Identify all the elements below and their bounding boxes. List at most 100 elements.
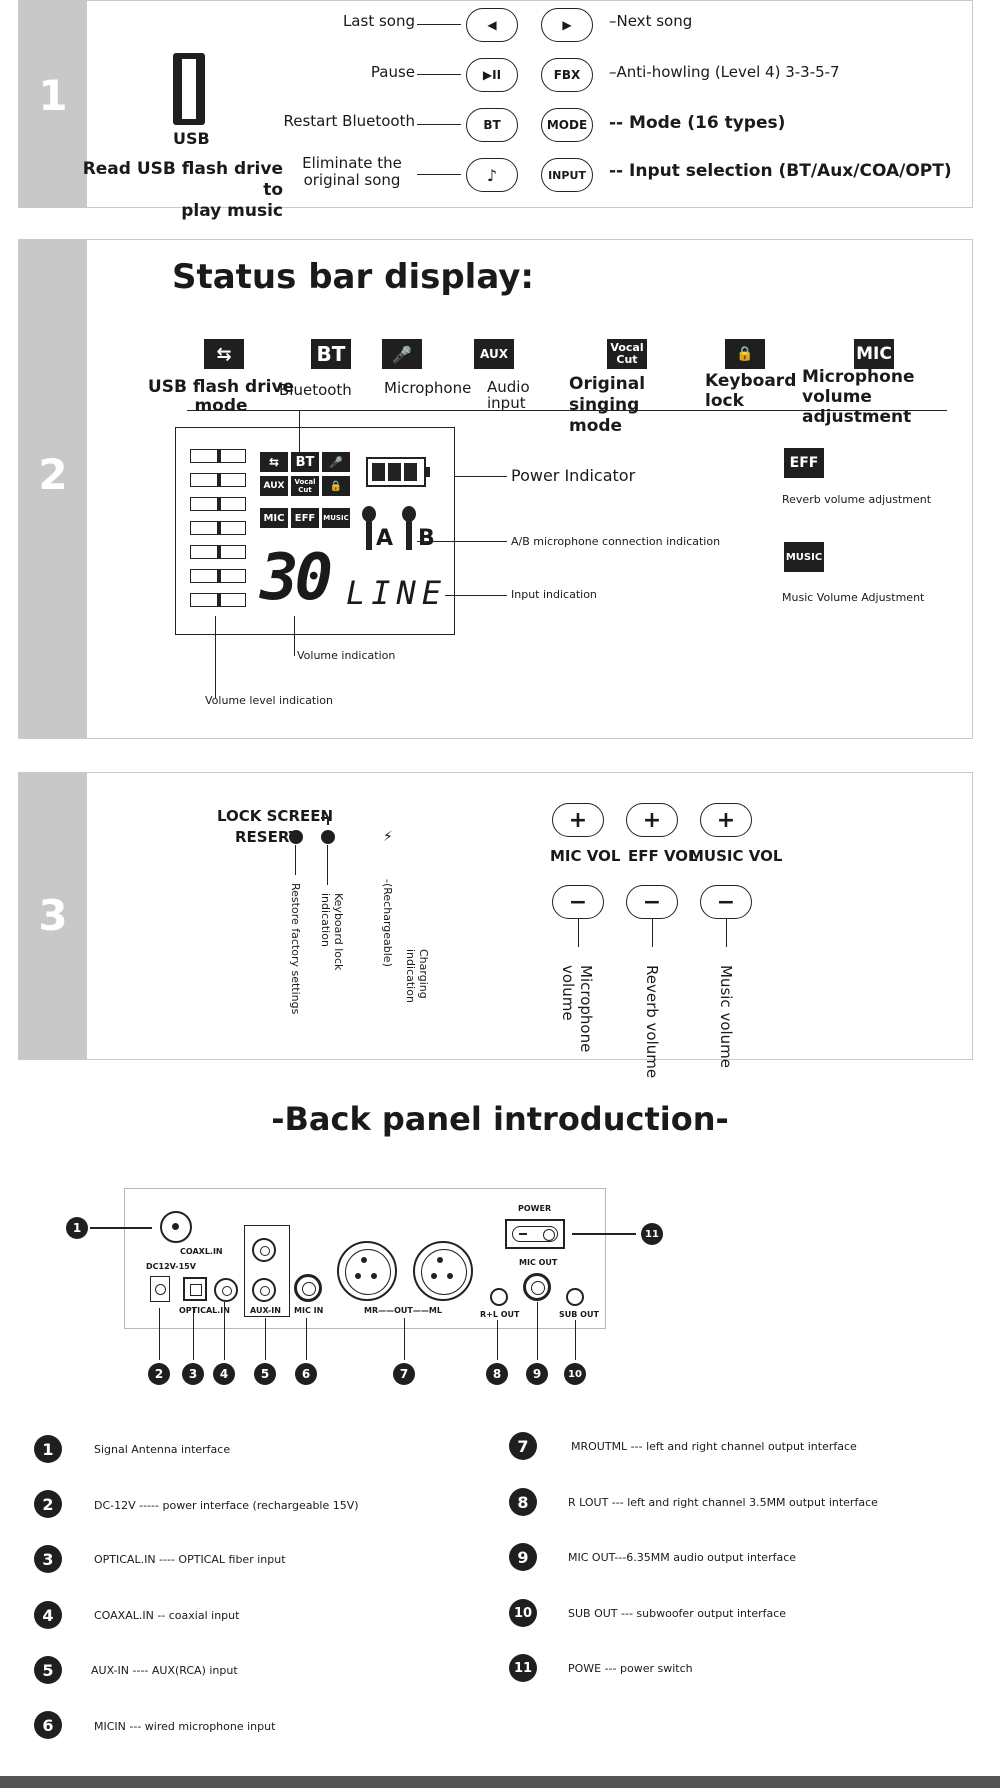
lcd-usb-icon: ⇆ bbox=[260, 452, 288, 472]
mode-button[interactable]: MODE bbox=[541, 108, 593, 142]
mic-b-icon bbox=[402, 506, 416, 522]
lcd-aux-icon: AUX bbox=[260, 476, 288, 496]
mic-vol-minus-button[interactable]: − bbox=[552, 885, 604, 919]
music-label: Music Volume Adjustment bbox=[782, 591, 925, 604]
xlr-mr-icon bbox=[337, 1241, 397, 1301]
input-button[interactable]: INPUT bbox=[541, 158, 593, 192]
usb-drive-icon bbox=[173, 53, 205, 125]
legend-marker-9: 9 bbox=[509, 1543, 537, 1571]
reverb-volume-label: Reverb volume bbox=[643, 965, 661, 1079]
out-label: MR——OUT——ML bbox=[364, 1306, 442, 1315]
marker-1: 1 bbox=[66, 1217, 88, 1239]
eff-label: Reverb volume adjustment bbox=[782, 493, 932, 506]
last-song-button[interactable]: ◀ bbox=[466, 8, 518, 42]
line-text: LINE bbox=[346, 574, 448, 612]
power-switch-icon[interactable] bbox=[505, 1219, 565, 1249]
reset-dot[interactable] bbox=[289, 830, 303, 844]
optical-port-icon bbox=[183, 1277, 207, 1301]
mic-volume-label: Microphone volume adjustment bbox=[802, 367, 915, 427]
rl-out-port-icon bbox=[490, 1288, 508, 1306]
restore-factory-label: Restore factory settings bbox=[289, 883, 302, 1015]
legend-marker-1: 1 bbox=[34, 1435, 62, 1463]
legend-text-5: AUX-IN ---- AUX(RCA) input bbox=[91, 1664, 238, 1677]
section-2-number: 2 bbox=[38, 450, 68, 499]
legend-text-4: COAXAL.IN -- coaxial input bbox=[94, 1609, 240, 1622]
legend-marker-6: 6 bbox=[34, 1711, 62, 1739]
usb-mode-icon: ⇆ bbox=[204, 339, 244, 369]
sub-out-port-icon bbox=[566, 1288, 584, 1306]
marker-11: 11 bbox=[641, 1223, 663, 1245]
section-3-panel: 3 LOCK SCREEN RESERT ⚡ Restore factory s… bbox=[18, 772, 973, 1078]
legend-text-8: R LOUT --- left and right channel 3.5MM … bbox=[568, 1496, 878, 1509]
restart-bluetooth-label: Restart Bluetooth bbox=[283, 112, 416, 130]
keyboard-lock-indication-label: Keyboard lock indication bbox=[319, 893, 345, 971]
charging-indication-label: Charging indication bbox=[404, 949, 430, 1003]
antenna-connector-icon bbox=[160, 1211, 192, 1243]
mic-in-label: MIC IN bbox=[294, 1306, 324, 1315]
status-bar-title: Status bar display: bbox=[172, 257, 534, 297]
rl-out-label: R+L OUT bbox=[480, 1310, 520, 1319]
legend-marker-5: 5 bbox=[34, 1656, 62, 1684]
usb-label: USB bbox=[173, 129, 210, 148]
power-label: POWER bbox=[518, 1204, 552, 1213]
marker-2: 2 bbox=[148, 1363, 170, 1385]
section-1-sidebar bbox=[19, 1, 87, 207]
lcd-display: ⇆ BT 🎤 AUX Vocal Cut 🔒 MIC EFF MUSIC A B… bbox=[175, 427, 455, 635]
coaxial-port-icon bbox=[214, 1278, 238, 1302]
music-vol-plus-button[interactable]: + bbox=[700, 803, 752, 837]
music-icon: MUSIC bbox=[784, 542, 824, 572]
sub-out-label: SUB OUT bbox=[559, 1310, 599, 1319]
legend-text-9: MIC OUT---6.35MM audio output interface bbox=[568, 1551, 797, 1564]
marker-4: 4 bbox=[213, 1363, 235, 1385]
lcd-vocal-cut-icon: Vocal Cut bbox=[291, 476, 319, 496]
section-3-number: 3 bbox=[38, 891, 68, 940]
xlr-ml-icon bbox=[413, 1241, 473, 1301]
legend-marker-2: 2 bbox=[34, 1490, 62, 1518]
audio-input-label: Audio input bbox=[487, 378, 530, 412]
legend-marker-11: 11 bbox=[509, 1654, 537, 1682]
microphone-icon: 🎤 bbox=[382, 339, 422, 369]
mic-in-port-icon bbox=[294, 1274, 322, 1302]
mic-vol-plus-button[interactable]: + bbox=[552, 803, 604, 837]
bluetooth-icon: BT bbox=[311, 339, 351, 369]
lock-dot[interactable] bbox=[321, 830, 335, 844]
anti-howling-label: –Anti-howling (Level 4) 3-3-5-7 bbox=[609, 63, 840, 81]
mic-vol-label: MIC VOL bbox=[550, 847, 621, 865]
pause-label: Pause bbox=[370, 63, 415, 81]
volume-level-label: Volume level indication bbox=[205, 694, 333, 707]
legend-text-2: DC-12V ----- power interface (rechargeab… bbox=[94, 1499, 359, 1512]
section-1-number: 1 bbox=[38, 71, 68, 120]
eff-vol-plus-button[interactable]: + bbox=[626, 803, 678, 837]
dc-label: DC12V-15V bbox=[146, 1262, 196, 1271]
eliminate-song-button[interactable]: ♪ bbox=[466, 158, 518, 192]
rechargeable-label: -(Rechargeable) bbox=[381, 879, 394, 967]
section-2-panel: 2 Status bar display: ⇆ BT 🎤 AUX Vocal C… bbox=[18, 239, 973, 739]
legend-text-10: SUB OUT --- subwoofer output interface bbox=[568, 1607, 787, 1620]
aux-rca-top-icon bbox=[252, 1238, 276, 1262]
mic-out-label: MIC OUT bbox=[519, 1258, 558, 1267]
pause-button[interactable]: ▶II bbox=[466, 58, 518, 92]
resert-label: RESERT bbox=[235, 828, 299, 846]
bt-button[interactable]: BT bbox=[466, 108, 518, 142]
lcd-music-icon: MUSIC bbox=[322, 508, 350, 528]
eff-vol-minus-button[interactable]: − bbox=[626, 885, 678, 919]
section-2-sidebar bbox=[19, 240, 87, 738]
marker-5: 5 bbox=[254, 1363, 276, 1385]
music-vol-minus-button[interactable]: − bbox=[700, 885, 752, 919]
next-song-label: –Next song bbox=[609, 12, 693, 30]
microphone-label: Microphone bbox=[384, 379, 472, 397]
eliminate-song-label: Eliminate the original song bbox=[302, 154, 402, 189]
marker-8: 8 bbox=[486, 1363, 508, 1385]
coaxl-label: COAXL.IN bbox=[180, 1247, 223, 1256]
ab-mic-label: A/B microphone connection indication bbox=[511, 535, 721, 548]
mode-label: -- Mode (16 types) bbox=[609, 113, 786, 133]
volume-digits: 30 bbox=[260, 541, 333, 615]
fbx-button[interactable]: FBX bbox=[541, 58, 593, 92]
marker-10: 10 bbox=[564, 1363, 586, 1385]
lcd-mic-icon: 🎤 bbox=[322, 452, 350, 472]
next-song-button[interactable]: ▶ bbox=[541, 8, 593, 42]
power-indicator-label: Power Indicator bbox=[511, 466, 636, 485]
aux-in-box bbox=[244, 1225, 290, 1317]
legend-marker-4: 4 bbox=[34, 1601, 62, 1629]
mic-a-label: A bbox=[376, 526, 394, 551]
